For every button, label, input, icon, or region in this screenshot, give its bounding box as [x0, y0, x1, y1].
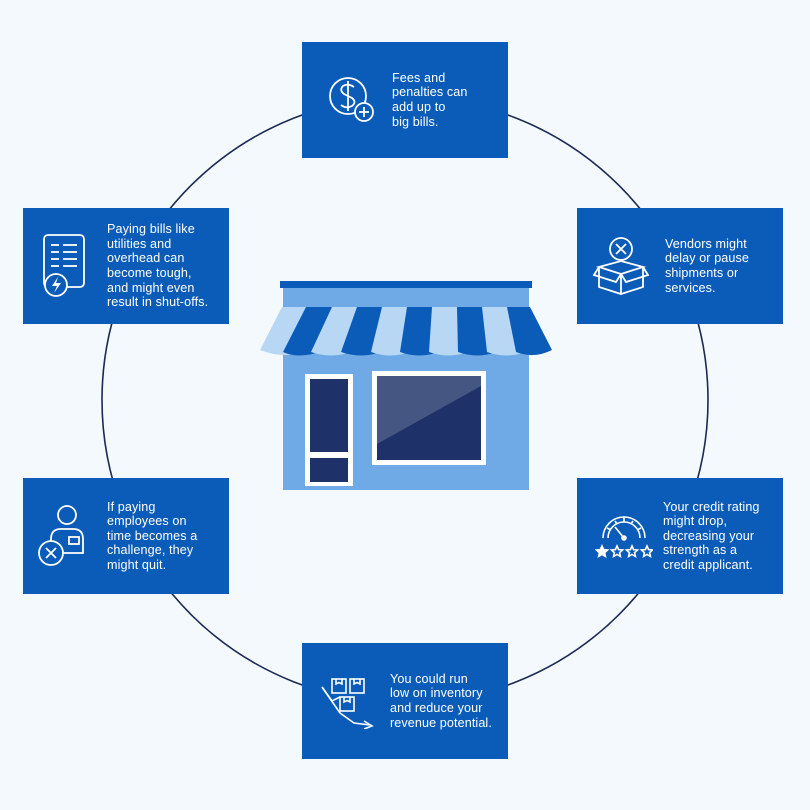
- store-window: [377, 376, 481, 460]
- credit-text: Your credit rating might drop, decreasin…: [663, 499, 760, 572]
- store-door-upper: [310, 379, 348, 452]
- vendors-card: Vendors might delay or pause shipments o…: [577, 208, 783, 324]
- inventory-text: You could run low on inventory and reduc…: [390, 671, 492, 730]
- employee-cancel-icon: [35, 503, 95, 569]
- utility-bill-icon: [39, 231, 97, 301]
- dollar-plus-icon: [324, 72, 380, 128]
- store-door-lower: [310, 458, 348, 482]
- fees-text: Fees and penalties can add up to big bil…: [392, 70, 468, 129]
- store-window-shine: [377, 376, 481, 444]
- inventory-card: You could run low on inventory and reduc…: [302, 643, 508, 759]
- fees-card: Fees and penalties can add up to big bil…: [302, 42, 508, 158]
- store-awning: [260, 307, 552, 356]
- bills-text: Paying bills like utilities and overhead…: [107, 222, 209, 310]
- employees-card: If paying employees on time becomes a ch…: [23, 478, 229, 594]
- employees-text: If paying employees on time becomes a ch…: [107, 499, 198, 572]
- bills-card: Paying bills like utilities and overhead…: [23, 208, 229, 324]
- box-cancel-icon: [591, 235, 651, 297]
- credit-card: Your credit rating might drop, decreasin…: [577, 478, 783, 594]
- credit-gauge-stars-icon: [595, 511, 653, 561]
- store-roof: [280, 281, 532, 288]
- vendors-text: Vendors might delay or pause shipments o…: [665, 236, 750, 295]
- inventory-decline-icon: [318, 673, 378, 729]
